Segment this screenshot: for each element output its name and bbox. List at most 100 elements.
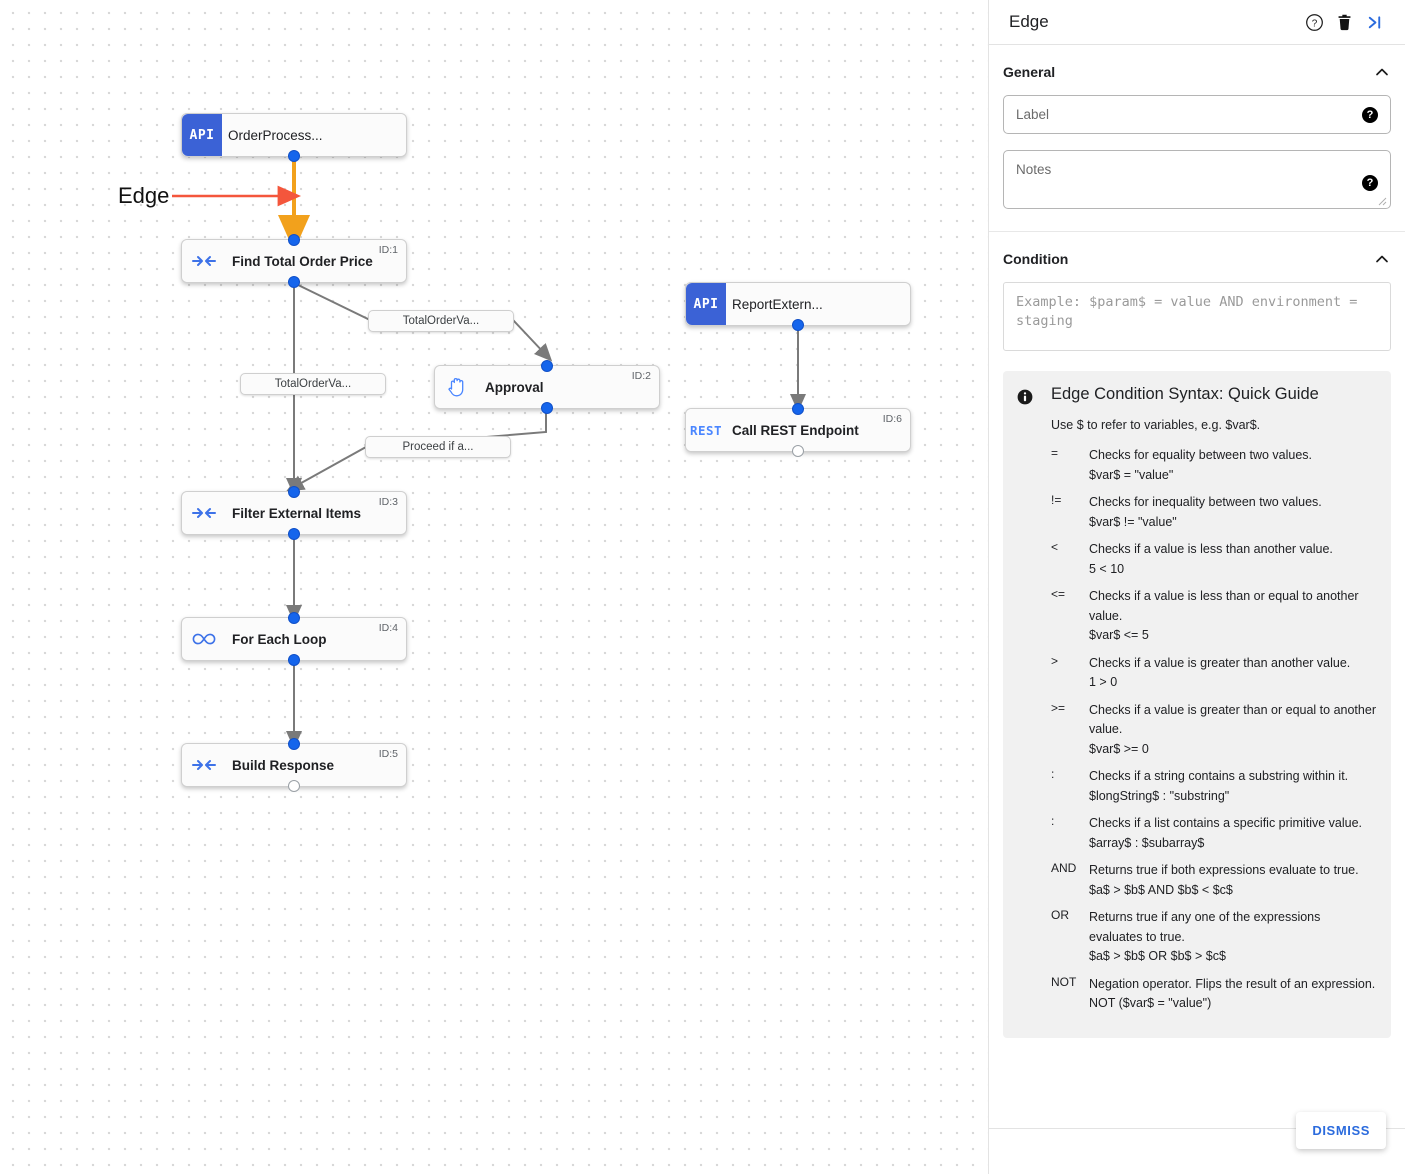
node-title: OrderProcess...	[228, 127, 323, 143]
merge-arrows-icon	[182, 240, 226, 282]
node-output-port[interactable]	[288, 528, 300, 540]
node-order-process[interactable]: API OrderProcess...	[181, 113, 407, 162]
node-title: ReportExtern...	[732, 296, 823, 312]
panel-body: General ? ?	[989, 45, 1405, 1128]
guide-operator-example: $var$ = "value"	[1089, 467, 1174, 482]
node-input-port[interactable]	[288, 612, 300, 624]
guide-operator-description: Returns true if both expressions evaluat…	[1089, 861, 1377, 900]
node-title: For Each Loop	[232, 631, 327, 647]
node-output-port[interactable]	[288, 150, 300, 162]
chevron-up-icon[interactable]	[1373, 250, 1391, 268]
guide-operator-example: 1 > 0	[1089, 675, 1118, 689]
guide-operator-example: $var$ != "value"	[1089, 514, 1177, 529]
notes-help-icon[interactable]: ?	[1362, 175, 1378, 191]
dismiss-button[interactable]: DISMISS	[1296, 1112, 1386, 1149]
section-general-header[interactable]: General	[1003, 63, 1391, 95]
node-output-port[interactable]	[541, 402, 553, 414]
node-title: Filter External Items	[232, 505, 362, 521]
guide-operator-symbol: >=	[1051, 700, 1066, 715]
guide-operator-symbol: :	[1051, 767, 1055, 781]
info-icon	[1017, 385, 1051, 1022]
node-output-port[interactable]	[288, 276, 300, 288]
svg-text:?: ?	[1311, 18, 1317, 29]
node-filter-external-items[interactable]: Filter External Items ID:3	[181, 486, 407, 540]
node-id-label: ID:6	[882, 413, 902, 425]
guide-operator-description: Checks if a list contains a specific pri…	[1089, 814, 1377, 853]
node-output-port[interactable]	[288, 654, 300, 666]
guide-title: Edge Condition Syntax: Quick Guide	[1051, 385, 1319, 403]
guide-operator-description: Checks if a string contains a substring …	[1089, 767, 1377, 806]
node-id-label: ID:1	[378, 244, 398, 256]
label-input[interactable]	[1004, 96, 1390, 133]
guide-operator-symbol: OR	[1051, 908, 1069, 922]
hand-icon	[435, 366, 479, 408]
section-condition-header[interactable]: Condition	[1003, 250, 1391, 282]
annotation-label: Edge	[118, 183, 170, 208]
chevron-up-icon[interactable]	[1373, 63, 1391, 81]
guide-operator-symbol: =	[1051, 446, 1059, 460]
guide-operator-example: 5 < 10	[1089, 561, 1125, 576]
node-title: Approval	[485, 379, 544, 395]
node-title: Call REST Endpoint	[732, 422, 859, 438]
node-build-response[interactable]: Build Response ID:5	[181, 738, 407, 792]
resize-grip-icon[interactable]	[1377, 196, 1387, 206]
node-output-port[interactable]	[792, 319, 804, 331]
section-general: General ? ?	[989, 45, 1405, 232]
rest-badge: REST	[686, 409, 726, 451]
guide-operator-example: NOT ($var$ = "value")	[1089, 996, 1212, 1010]
node-find-total-order-price[interactable]: Find Total Order Price ID:1	[181, 234, 407, 288]
node-input-port[interactable]	[288, 738, 300, 750]
notes-input[interactable]	[1004, 151, 1390, 203]
guide-operator-description: Checks for inequality between two values…	[1089, 493, 1377, 532]
guide-operator-symbol: <	[1051, 540, 1059, 554]
guide-operator-example: $var$ <= 5	[1089, 628, 1149, 642]
guide-operator-description: Checks for equality between two values.$…	[1089, 446, 1377, 485]
edge-label[interactable]: TotalOrderVa...	[240, 373, 386, 395]
delete-icon[interactable]	[1329, 7, 1359, 37]
guide-operator-description: Returns true if any one of the expressio…	[1089, 908, 1377, 967]
node-title: Build Response	[232, 757, 335, 773]
panel-footer: DISMISS	[989, 1112, 1405, 1174]
node-input-port[interactable]	[541, 360, 553, 372]
node-call-rest-endpoint[interactable]: REST Call REST Endpoint ID:6	[685, 403, 911, 457]
guide-operator-symbol: NOT	[1051, 974, 1077, 989]
condition-input-wrapper[interactable]	[1003, 282, 1391, 351]
merge-arrows-icon	[182, 744, 226, 786]
node-approval[interactable]: Approval ID:2	[434, 360, 660, 414]
guide-operator-symbol: >	[1051, 653, 1059, 668]
node-input-port[interactable]	[288, 486, 300, 498]
guide-operator-symbol: !=	[1051, 493, 1062, 507]
guide-operator-description: Checks if a value is less than another v…	[1089, 540, 1377, 579]
condition-input[interactable]	[1016, 293, 1378, 335]
node-output-port[interactable]	[792, 445, 804, 457]
node-report-external[interactable]: API ReportExtern...	[685, 282, 911, 331]
node-id-label: ID:5	[378, 748, 398, 760]
node-title: Find Total Order Price	[232, 253, 373, 269]
node-output-port[interactable]	[288, 780, 300, 792]
guide-operator-row: <=Checks if a value is less than or equa…	[1051, 587, 1377, 646]
edge-label[interactable]: TotalOrderVa...	[368, 310, 514, 332]
guide-operator-row: : Checks if a string contains a substring…	[1051, 767, 1377, 806]
guide-operator-example: $longString$ : "substring"	[1089, 788, 1230, 803]
guide-operator-row: >Checks if a value is greater than anoth…	[1051, 654, 1377, 693]
guide-operator-row: < Checks if a value is less than another …	[1051, 540, 1377, 579]
collapse-panel-icon[interactable]	[1359, 7, 1389, 37]
guide-operator-row: OR Returns true if any one of the express…	[1051, 908, 1377, 967]
guide-operator-row: != Checks for inequality between two valu…	[1051, 493, 1377, 532]
node-for-each-loop[interactable]: For Each Loop ID:4	[181, 612, 407, 666]
flow-canvas[interactable]: Edge API OrderProcess... Find Total Orde…	[0, 0, 988, 1174]
node-input-port[interactable]	[792, 403, 804, 415]
guide-operator-row: = Checks for equality between two values.…	[1051, 446, 1377, 485]
node-input-port[interactable]	[288, 234, 300, 246]
api-badge: API	[686, 283, 726, 325]
notes-field-wrapper[interactable]: ?	[1003, 150, 1391, 209]
label-help-icon[interactable]: ?	[1362, 106, 1378, 123]
edge-properties-panel: Edge ?	[988, 0, 1405, 1174]
label-field-wrapper[interactable]: ?	[1003, 95, 1391, 134]
panel-header: Edge ?	[989, 0, 1405, 45]
section-condition: Condition	[989, 232, 1405, 1060]
edge-label[interactable]: Proceed if a...	[365, 436, 511, 458]
help-icon[interactable]: ?	[1299, 7, 1329, 37]
guide-operator-list: = Checks for equality between two values.…	[1051, 446, 1377, 1014]
